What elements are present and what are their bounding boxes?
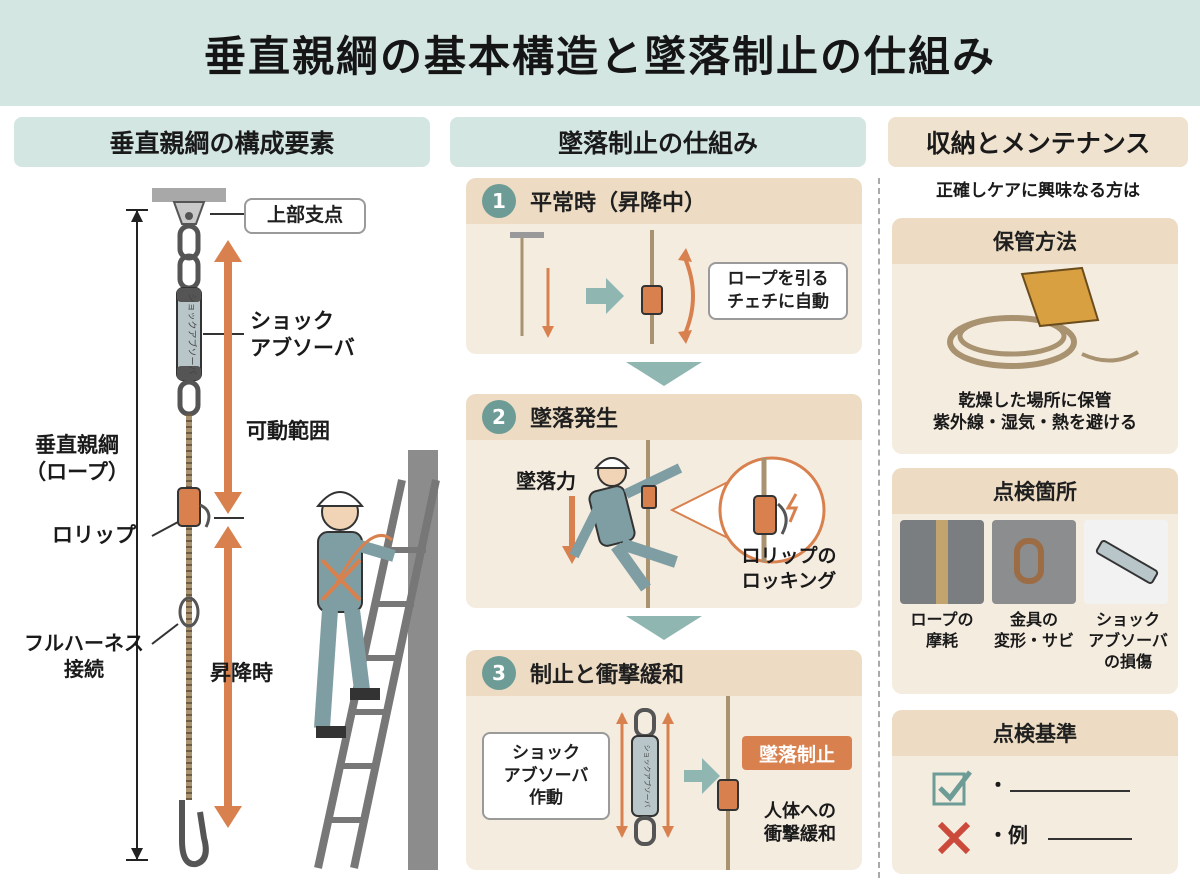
inspection-item-rope: ロープの摩耗 <box>910 610 974 650</box>
step3-header: 3 制止と衝撃緩和 <box>466 650 862 696</box>
inspection-item-absorber: ショックアブソーバの損傷 <box>1088 610 1168 671</box>
step3-diagram: ショックアブソーバ <box>616 696 739 870</box>
criteria-ok-line <box>1010 790 1130 792</box>
step1-diagram <box>510 230 695 344</box>
step2-number: 2 <box>482 400 516 434</box>
step1-number: 1 <box>482 184 516 218</box>
rope-label: 垂直親綱（ロープ） <box>25 433 129 485</box>
criteria-panel: 点検基準 ・ ・例 <box>892 710 1178 874</box>
fall-force-label: 墜落力 <box>516 469 576 493</box>
wall <box>408 450 438 870</box>
absorber-print: ショックアブソーバ <box>186 294 198 375</box>
top-anchor-label: 上部支点 <box>244 198 366 234</box>
right-note: 正確しケアに興味なる方は <box>936 181 1140 201</box>
inspection-panel: 点検箇所 ロープの摩耗 金具の変形・サビ ショックアブソーバの損傷 <box>892 468 1178 694</box>
impact-label: 人体への衝撃緩和 <box>764 801 836 846</box>
ceiling-plate <box>152 188 226 202</box>
shock-absorber-label: ショックアブソーバ <box>250 309 355 361</box>
left-section-header: 垂直親綱の構成要素 <box>14 117 430 167</box>
snap-hook <box>179 800 209 868</box>
step3-panel: 3 制止と衝撃緩和 ショックアブソーバ ショックアブソーバ作動 墜落制止 人体へ… <box>466 650 862 870</box>
storage-title: 保管方法 <box>892 218 1178 264</box>
title-bar: 垂直親綱の基本構造と墜落制止の仕組み <box>0 0 1200 106</box>
step3-number: 3 <box>482 656 516 690</box>
step2-title: 墜落発生 <box>530 407 619 432</box>
step3-absorber-print: ショックアブソーバ <box>643 745 652 808</box>
flow-arrow-1 <box>626 362 702 386</box>
criteria-ng: ・例 <box>988 823 1028 847</box>
step3-title: 制止と衝撃緩和 <box>530 663 685 688</box>
inspection-item-metal: 金具の変形・サビ <box>993 610 1074 650</box>
storage-text: 乾燥した場所に保管紫外線・湿気・熱を避ける <box>933 391 1137 434</box>
criteria-ok: ・ <box>988 773 1008 797</box>
page-title: 垂直親綱の基本構造と墜落制止の仕組み <box>203 31 996 81</box>
range-label: 可動範囲 <box>246 419 330 443</box>
rope-wear-photo <box>900 520 984 604</box>
metal-rust-photo <box>992 520 1076 604</box>
rope-grab-label: ロリップ <box>52 523 136 547</box>
chain-link-3 <box>177 379 201 417</box>
flow-arrow-2 <box>626 616 702 640</box>
worker-figure <box>314 491 396 738</box>
step1-title: 平常時（昇降中） <box>530 191 707 216</box>
column-divider <box>878 178 880 878</box>
step2-header: 2 墜落発生 <box>466 394 862 440</box>
step1-callout: ロープを引るチェチに自動 <box>708 262 848 320</box>
absorber-damage-photo <box>1084 520 1168 604</box>
rope-grab <box>177 487 201 527</box>
step2-diagram <box>562 440 826 608</box>
step2-panel: 2 墜落発生 墜落力 ロリップのロッキング <box>466 394 862 608</box>
harness-label: フルハーネス接続 <box>24 631 144 681</box>
right-section-header: 収納とメンテナンス <box>888 117 1188 167</box>
middle-section-header: 墜落制止の仕組み <box>450 117 866 167</box>
criteria-ng-line <box>1048 838 1132 840</box>
chain-link-2 <box>177 253 201 291</box>
chain-link-1 <box>177 223 201 261</box>
step1-header: 1 平常時（昇降中） <box>466 178 862 224</box>
step3-callout: ショックアブソーバ作動 <box>482 732 610 820</box>
storage-panel: 保管方法 乾燥した場所に保管紫外線・湿気・熱を避ける <box>892 218 1178 454</box>
climb-label: 昇降時 <box>210 661 273 685</box>
check-icon <box>932 770 972 806</box>
inspection-title: 点検箇所 <box>892 468 1178 514</box>
locking-label: ロリップのロッキング <box>741 545 837 592</box>
cross-icon <box>937 821 971 855</box>
rope-bag-illustration <box>947 266 1140 369</box>
fall-arrest-badge: 墜落制止 <box>742 736 852 770</box>
criteria-title: 点検基準 <box>892 710 1178 756</box>
harness-loop <box>178 596 200 628</box>
step1-panel: 1 平常時（昇降中） ロープを引るチェチに自動 <box>466 178 862 354</box>
